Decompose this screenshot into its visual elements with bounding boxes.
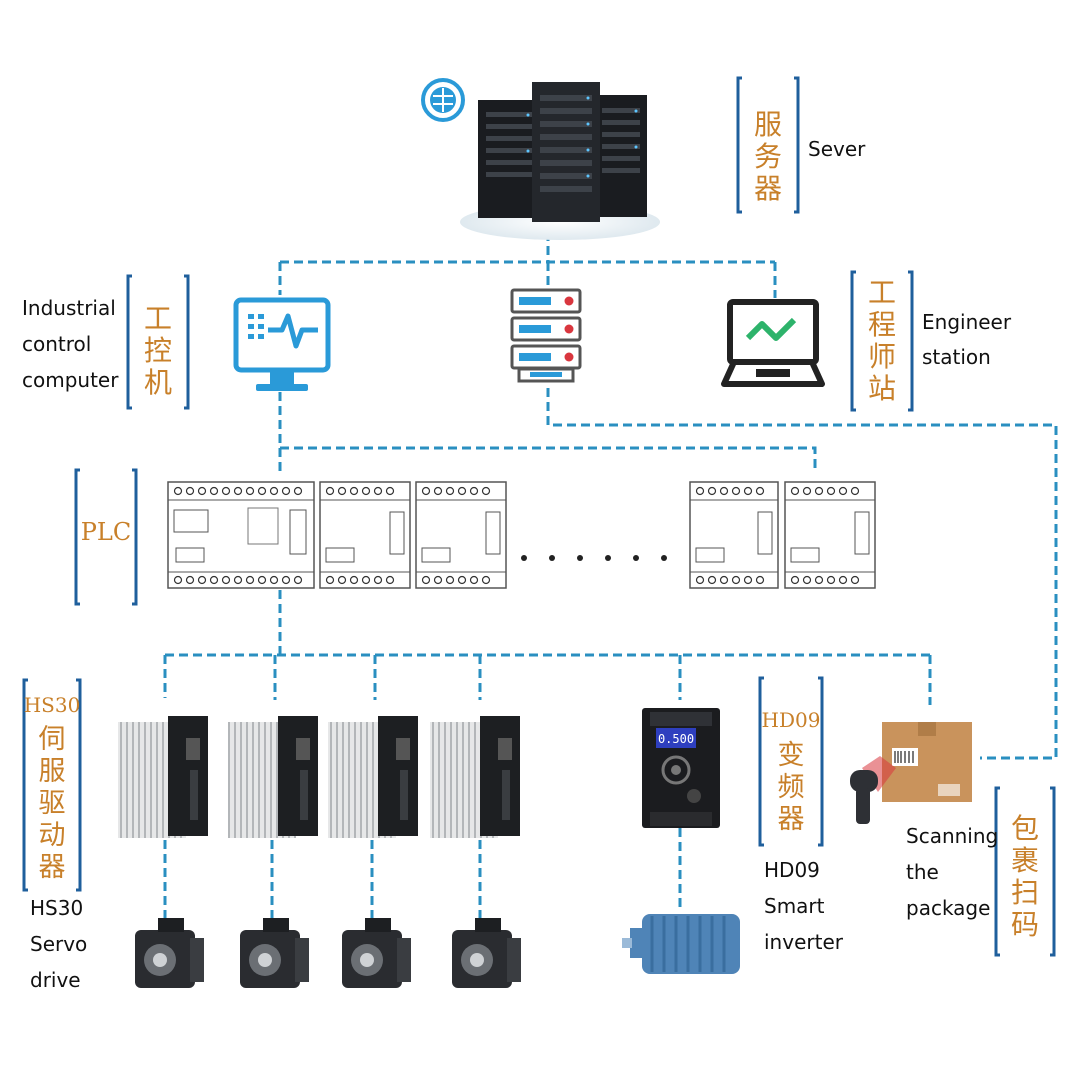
- inv-en-line: inverter: [764, 930, 844, 954]
- servo-motor: [240, 918, 309, 988]
- servo-drive-row: [118, 716, 520, 838]
- servo-drive: [328, 716, 418, 838]
- scan-en-line: the: [906, 860, 939, 884]
- servo-label-cn: HS30 伺 服 驱 动 器: [24, 693, 81, 883]
- servo-motor: [452, 918, 521, 988]
- plc-module-row: [167, 481, 876, 589]
- ipc-cn-char: 工: [144, 302, 172, 335]
- ac-motor: [622, 914, 740, 974]
- plc-io-module: [319, 481, 411, 589]
- ellipsis-dots: [521, 555, 667, 561]
- plc-io-module: [415, 481, 507, 589]
- monitor-icon: [233, 297, 331, 391]
- barcode-scanner-icon: [850, 756, 896, 824]
- ipc-en-line: control: [22, 332, 91, 356]
- plc-label-frame: [74, 468, 138, 606]
- ipc-label-en: Industrial control computer: [22, 296, 119, 392]
- ipc-label-frame: [126, 274, 190, 410]
- servo-motor: [342, 918, 411, 988]
- server-label-cn: 服 务 器: [754, 108, 782, 205]
- eng-cn-char: 师: [868, 340, 896, 373]
- scan-label-en: Scanning the package: [906, 824, 998, 920]
- inv-cn-char: 器: [778, 804, 805, 835]
- servo-cn-char: 伺: [39, 724, 66, 755]
- inv-en-line: HD09: [764, 858, 820, 882]
- servo-motor-row: [135, 918, 521, 988]
- eng-en-line: Engineer: [922, 310, 1012, 334]
- servo-en-line: drive: [30, 968, 81, 992]
- ipc-cn-char: 控: [144, 334, 172, 367]
- eng-en-line: station: [922, 345, 991, 369]
- scan-cn-char: 包: [1011, 812, 1039, 845]
- server-stack-icon: [510, 288, 582, 383]
- globe-icon: [421, 78, 465, 122]
- package-box-icon: [882, 722, 972, 802]
- inverter-device: 0.500: [642, 708, 720, 828]
- eng-cn-char: 工: [868, 276, 896, 309]
- plc-label: PLC: [81, 518, 131, 546]
- inv-cn-char: 频: [778, 772, 805, 803]
- server-cn-char: 务: [754, 140, 782, 173]
- eng-cn-char: 站: [868, 372, 896, 405]
- servo-drive: [228, 716, 318, 838]
- plc-io-module: [689, 481, 779, 589]
- inv-label-en: HD09 Smart inverter: [764, 858, 844, 954]
- servo-en-line: Servo: [30, 932, 87, 956]
- inv-label-frame: [758, 676, 824, 847]
- inv-en-line: Smart: [764, 894, 825, 918]
- eng-cn-char: 程: [868, 308, 896, 341]
- servo-cn-char: 器: [39, 852, 66, 883]
- ipc-en-line: Industrial: [22, 296, 116, 320]
- inv-label-cn: HD09 变 频 器: [762, 708, 821, 835]
- eng-label-cn: 工 程 师 站: [868, 276, 896, 405]
- servo-drive: [118, 716, 208, 838]
- scan-cn-char: 裹: [1011, 844, 1039, 877]
- scan-cn-char: 码: [1011, 908, 1039, 941]
- servo-cn-model: HS30: [24, 693, 81, 717]
- ipc-en-line: computer: [22, 368, 119, 392]
- servo-drive: [430, 716, 520, 838]
- ipc-cn-char: 机: [144, 366, 172, 399]
- scan-en-line: package: [906, 896, 990, 920]
- laptop-icon: [721, 299, 825, 387]
- scan-label-cn: 包 裹 扫 码: [1011, 812, 1039, 941]
- server-label-en: Sever: [808, 137, 866, 161]
- servo-cn-char: 动: [39, 820, 66, 851]
- plc-cpu-module: [167, 481, 315, 589]
- inverter-display-readout: 0.500: [658, 732, 694, 746]
- server-label-frame: [736, 76, 800, 214]
- server-rack-icon: [460, 82, 660, 240]
- ipc-label-cn: 工 控 机: [144, 302, 172, 399]
- servo-label-frame: [22, 678, 82, 892]
- scan-en-line: Scanning: [906, 824, 998, 848]
- servo-label-en: HS30 Servo drive: [30, 896, 87, 992]
- servo-en-line: HS30: [30, 896, 83, 920]
- eng-label-en: Engineer station: [922, 310, 1012, 369]
- network-links: [163, 232, 1058, 918]
- scan-cn-char: 扫: [1011, 876, 1039, 909]
- plc-io-module: [784, 481, 876, 589]
- inv-cn-model: HD09: [762, 708, 821, 732]
- eng-label-frame: [850, 270, 914, 412]
- servo-cn-char: 驱: [39, 788, 66, 819]
- servo-cn-char: 服: [39, 756, 66, 787]
- server-cn-char: 器: [754, 172, 782, 205]
- scan-label-frame: [994, 786, 1056, 957]
- server-cn-char: 服: [754, 108, 782, 141]
- servo-motor: [135, 918, 204, 988]
- inv-cn-char: 变: [778, 740, 805, 771]
